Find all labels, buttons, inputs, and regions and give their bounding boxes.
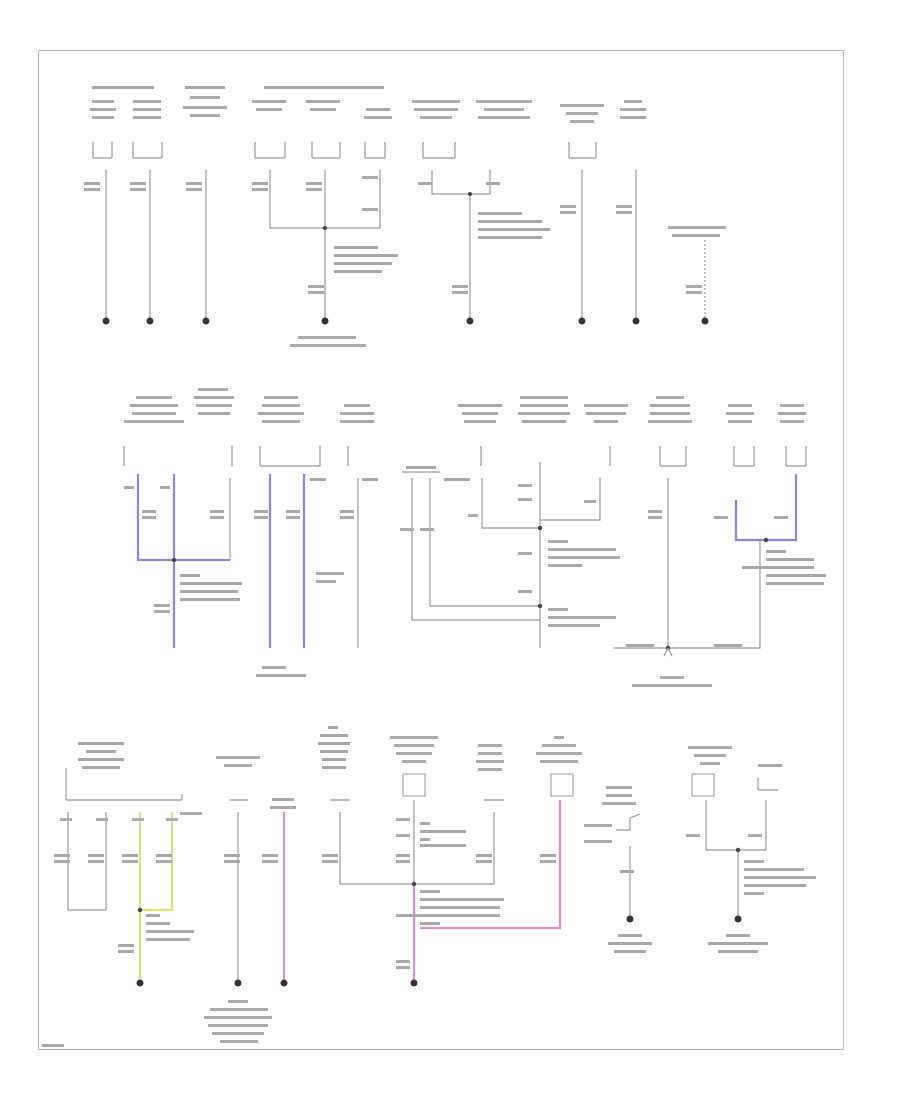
splice-node — [537, 603, 543, 609]
component-label — [620, 116, 646, 119]
component-label — [476, 100, 532, 103]
component-label — [624, 100, 642, 103]
splice-node — [468, 192, 472, 196]
ground-terminal — [280, 979, 288, 987]
component-label — [420, 116, 452, 119]
ground-terminal — [146, 317, 154, 325]
splice-node — [137, 907, 143, 913]
component-label — [364, 116, 392, 119]
highlighted-wire-blue — [734, 474, 798, 542]
connector-bracket — [422, 142, 456, 159]
wire — [411, 478, 540, 621]
row-2-group — [123, 388, 826, 687]
connector-bracket — [65, 768, 183, 801]
component-box — [550, 773, 574, 797]
ground-terminal — [410, 979, 418, 987]
connector-bracket — [259, 446, 321, 467]
ground-terminal — [234, 979, 242, 987]
splice-node — [735, 847, 741, 853]
component-label — [310, 108, 336, 111]
component-label — [185, 86, 225, 89]
component-label — [183, 106, 227, 109]
component-label — [252, 100, 286, 103]
ground-terminal — [136, 979, 144, 987]
connector-bracket — [785, 446, 807, 467]
component-label — [133, 100, 161, 103]
connector-bracket — [254, 142, 286, 159]
component-label — [92, 100, 114, 103]
row-1-group — [84, 86, 726, 347]
component-label — [412, 100, 460, 103]
ground-terminal — [626, 915, 634, 923]
wire — [705, 800, 767, 851]
connector-bracket — [733, 446, 755, 467]
connector-bracket — [568, 142, 597, 159]
wire — [616, 813, 641, 916]
connector-bracket — [92, 142, 113, 159]
ground-terminal — [632, 317, 640, 325]
component-label — [90, 108, 116, 111]
component-label — [133, 116, 161, 119]
ground-terminal — [321, 317, 329, 325]
wire — [540, 478, 601, 521]
component-box — [691, 773, 715, 797]
component-label — [256, 108, 282, 111]
connector-bracket — [132, 142, 163, 159]
component-label — [414, 108, 458, 111]
diagram-code — [42, 1044, 64, 1047]
splice-node — [411, 881, 417, 887]
component-label — [92, 116, 114, 119]
component-label — [306, 100, 340, 103]
connector-bracket — [757, 778, 778, 791]
component-label — [560, 104, 604, 107]
splice-node — [763, 537, 769, 543]
component-label — [566, 112, 598, 115]
component-label — [620, 108, 646, 111]
wire — [431, 170, 491, 195]
ground-terminal — [466, 317, 474, 325]
component-label — [570, 120, 594, 123]
connector-bracket — [364, 142, 386, 159]
component-label — [366, 108, 390, 111]
header-label — [264, 86, 384, 89]
connector-bracket — [659, 446, 687, 467]
header-label — [92, 86, 154, 89]
connector-bracket — [123, 446, 233, 466]
component-label — [133, 108, 161, 111]
wire — [481, 478, 540, 529]
row-3-group — [54, 726, 816, 1043]
ground-terminal — [701, 317, 709, 325]
highlighted-wire-blue — [136, 474, 230, 562]
splice-node — [323, 226, 327, 230]
component-box — [402, 773, 426, 797]
highlighted-wire-yellow — [140, 812, 174, 912]
ground-symbol — [663, 647, 673, 657]
component-label — [190, 114, 220, 117]
ground-terminal — [578, 317, 586, 325]
wire — [339, 812, 495, 885]
diagram-frame — [38, 50, 844, 1050]
component-label — [190, 96, 220, 99]
highlighted-wire-pink — [420, 800, 562, 930]
splice-node — [171, 557, 177, 563]
connector-bracket — [311, 142, 341, 159]
connector-bracket — [480, 446, 611, 466]
ground-terminal — [202, 317, 210, 325]
wire — [667, 478, 761, 649]
component-label — [478, 116, 530, 119]
component-label — [484, 108, 524, 111]
ground-terminal — [102, 317, 110, 325]
splice-node — [537, 525, 543, 531]
wire — [429, 478, 540, 607]
ground-terminal — [734, 915, 742, 923]
